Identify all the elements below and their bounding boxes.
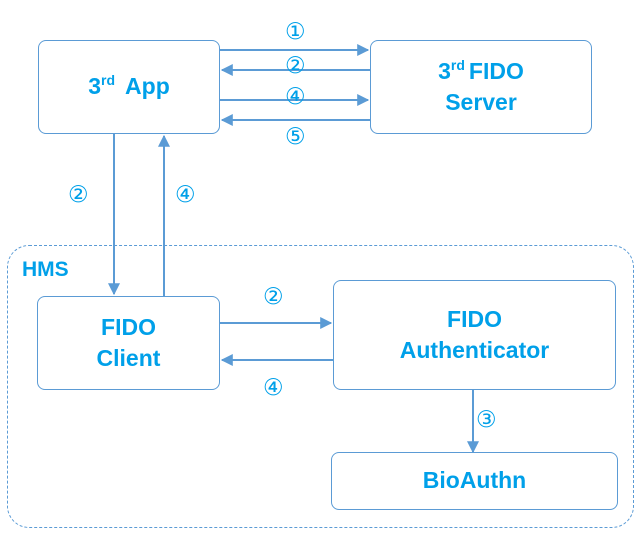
step-2-label: ②: [263, 283, 284, 309]
step-5-label: ⑤: [285, 123, 306, 149]
step-2-label: ②: [68, 181, 89, 207]
fido-authenticator-label: FIDO Authenticator: [399, 305, 550, 363]
bioauthn-label: BioAuthn: [422, 467, 527, 494]
fido-client-box: FIDO Client: [37, 296, 220, 390]
hms-group-container: [7, 245, 634, 528]
hms-label: HMS: [22, 258, 69, 281]
bioauthn-box: BioAuthn: [331, 452, 618, 510]
step-3-label: ③: [476, 406, 497, 432]
step-4-label: ④: [263, 374, 284, 400]
step-1-label: ①: [285, 18, 306, 44]
fido-authenticator-box: FIDO Authenticator: [333, 280, 616, 390]
step-4-label: ④: [285, 83, 306, 109]
step-2-label: ②: [285, 52, 306, 78]
step-4-label: ④: [175, 181, 196, 207]
fido-client-label: FIDO Client: [96, 313, 161, 371]
